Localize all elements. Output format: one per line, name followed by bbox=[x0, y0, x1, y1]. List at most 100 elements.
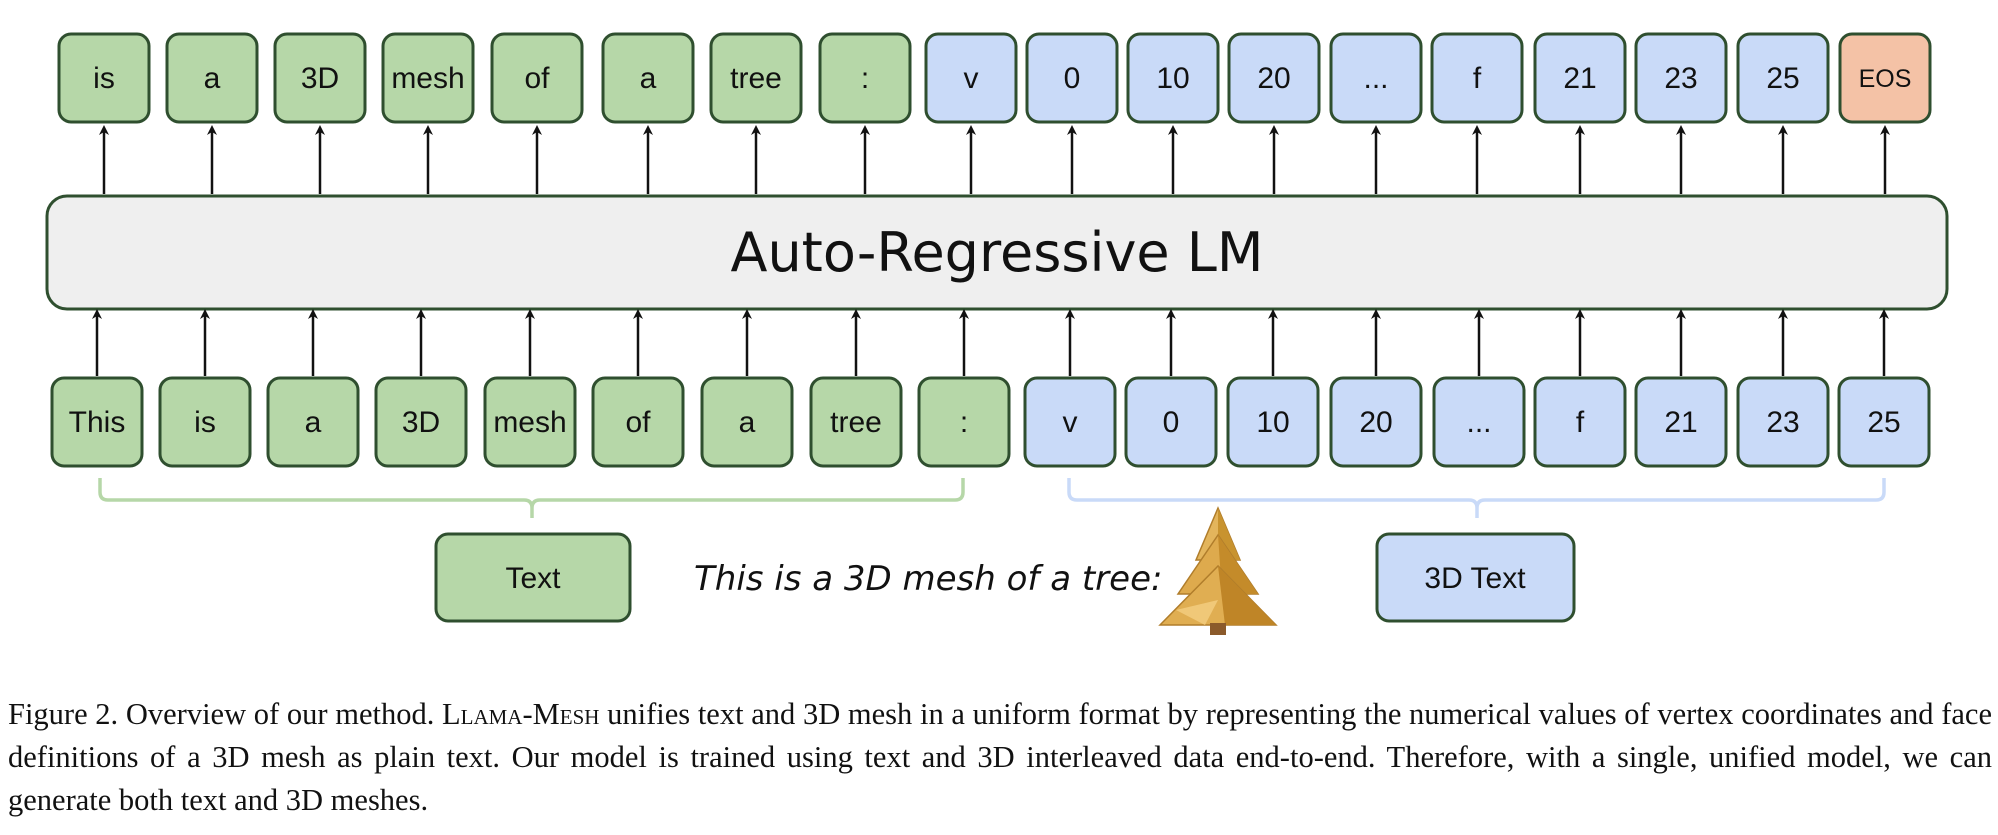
output-token-box bbox=[1533, 32, 1627, 124]
output-token-label: a bbox=[204, 62, 221, 95]
input-token-label: 25 bbox=[1867, 406, 1900, 439]
input-token-box bbox=[1124, 376, 1218, 468]
input-token-label: : bbox=[960, 406, 968, 439]
output-token-label: is bbox=[93, 62, 115, 95]
output-token-box bbox=[490, 32, 584, 124]
output-token-17: EOS bbox=[1838, 32, 1932, 124]
output-token-label: a bbox=[640, 62, 657, 95]
output-token-5: a bbox=[601, 32, 695, 124]
input-token-7: tree bbox=[809, 376, 903, 468]
text-legend-box: Text bbox=[434, 532, 632, 623]
input-token-16: 23 bbox=[1736, 376, 1830, 468]
input-token-2: a bbox=[266, 376, 360, 468]
input-token-box bbox=[374, 376, 468, 468]
text-legend-label: Text bbox=[505, 562, 561, 595]
input-token-box bbox=[1432, 376, 1526, 468]
output-token-11: 20 bbox=[1227, 32, 1321, 124]
tree-mesh-icon bbox=[1158, 506, 1278, 635]
input-token-9: v bbox=[1023, 376, 1117, 468]
output-token-label: 21 bbox=[1563, 62, 1596, 95]
output-token-1: a bbox=[165, 32, 259, 124]
input-token-label: This bbox=[69, 406, 126, 439]
input-token-box bbox=[700, 376, 794, 468]
caption-body: unifies text and 3D mesh in a uniform fo… bbox=[8, 697, 1992, 817]
output-arrows bbox=[99, 125, 1890, 194]
input-token-box bbox=[1736, 376, 1830, 468]
input-token-box bbox=[1837, 376, 1931, 468]
output-token-box bbox=[57, 32, 151, 124]
output-token-label: f bbox=[1473, 62, 1482, 95]
caption-method-name-part2: Mesh bbox=[532, 697, 600, 731]
output-token-box bbox=[818, 32, 912, 124]
input-token-box bbox=[50, 376, 144, 468]
input-token-label: a bbox=[739, 406, 756, 439]
output-token-box bbox=[924, 32, 1018, 124]
input-token-label: 0 bbox=[1163, 406, 1180, 439]
output-token-box bbox=[165, 32, 259, 124]
input-token-0: This bbox=[50, 376, 144, 468]
input-token-box bbox=[591, 376, 685, 468]
input-token-label: f bbox=[1576, 406, 1585, 439]
mesh-legend-label: 3D Text bbox=[1424, 562, 1526, 595]
input-token-10: 0 bbox=[1124, 376, 1218, 468]
input-arrows bbox=[92, 309, 1889, 376]
input-token-13: ... bbox=[1432, 376, 1526, 468]
output-token-0: is bbox=[57, 32, 151, 124]
output-token-label: 0 bbox=[1064, 62, 1081, 95]
input-token-12: 20 bbox=[1329, 376, 1423, 468]
output-token-box bbox=[1227, 32, 1321, 124]
output-token-box bbox=[1838, 32, 1932, 124]
output-token-label: ... bbox=[1363, 62, 1388, 95]
output-token-12: ... bbox=[1329, 32, 1423, 124]
output-token-label: tree bbox=[730, 62, 782, 95]
output-token-box bbox=[1025, 32, 1119, 124]
input-token-17: 25 bbox=[1837, 376, 1931, 468]
output-token-label: mesh bbox=[391, 62, 464, 95]
input-token-label: mesh bbox=[493, 406, 566, 439]
input-token-box bbox=[158, 376, 252, 468]
input-token-3: 3D bbox=[374, 376, 468, 468]
output-token-6: tree bbox=[709, 32, 803, 124]
output-token-label: 3D bbox=[301, 62, 339, 95]
output-token-box bbox=[709, 32, 803, 124]
output-token-9: 0 bbox=[1025, 32, 1119, 124]
output-token-label: of bbox=[524, 62, 550, 95]
output-token-label: 25 bbox=[1766, 62, 1799, 95]
mesh-legend-box: 3D Text bbox=[1375, 532, 1576, 623]
input-token-label: 23 bbox=[1766, 406, 1799, 439]
input-token-label: 3D bbox=[402, 406, 440, 439]
input-token-8: : bbox=[917, 376, 1011, 468]
input-token-box bbox=[483, 376, 577, 468]
mesh-group-bracket bbox=[1067, 478, 1886, 518]
caption-method-name-separator: - bbox=[522, 697, 533, 731]
output-token-box bbox=[381, 32, 475, 124]
input-token-box bbox=[1226, 376, 1320, 468]
input-token-label: 20 bbox=[1359, 406, 1392, 439]
output-token-15: 23 bbox=[1634, 32, 1728, 124]
output-token-label: EOS bbox=[1859, 65, 1912, 93]
auto-regressive-lm-block: Auto-Regressive LM bbox=[45, 194, 1949, 311]
output-token-box bbox=[1430, 32, 1524, 124]
output-token-box bbox=[1329, 32, 1423, 124]
input-token-box bbox=[917, 376, 1011, 468]
output-token-label: 23 bbox=[1664, 62, 1697, 95]
input-token-box bbox=[1329, 376, 1423, 468]
input-token-label: 21 bbox=[1664, 406, 1697, 439]
output-token-box bbox=[273, 32, 367, 124]
output-token-label: 10 bbox=[1156, 62, 1189, 95]
input-token-14: f bbox=[1533, 376, 1627, 468]
input-token-label: 10 bbox=[1256, 406, 1289, 439]
output-token-box bbox=[1634, 32, 1728, 124]
figure-caption: Figure 2. Overview of our method. Llama-… bbox=[8, 693, 1992, 822]
input-token-1: is bbox=[158, 376, 252, 468]
input-token-box bbox=[266, 376, 360, 468]
input-token-box bbox=[1634, 376, 1728, 468]
caption-prefix: Figure 2. Overview of our method. bbox=[8, 697, 443, 731]
input-token-box bbox=[1533, 376, 1627, 468]
output-token-2: 3D bbox=[273, 32, 367, 124]
output-token-4: of bbox=[490, 32, 584, 124]
output-token-7: : bbox=[818, 32, 912, 124]
text-group-bracket bbox=[98, 478, 965, 518]
input-token-11: 10 bbox=[1226, 376, 1320, 468]
input-token-5: of bbox=[591, 376, 685, 468]
